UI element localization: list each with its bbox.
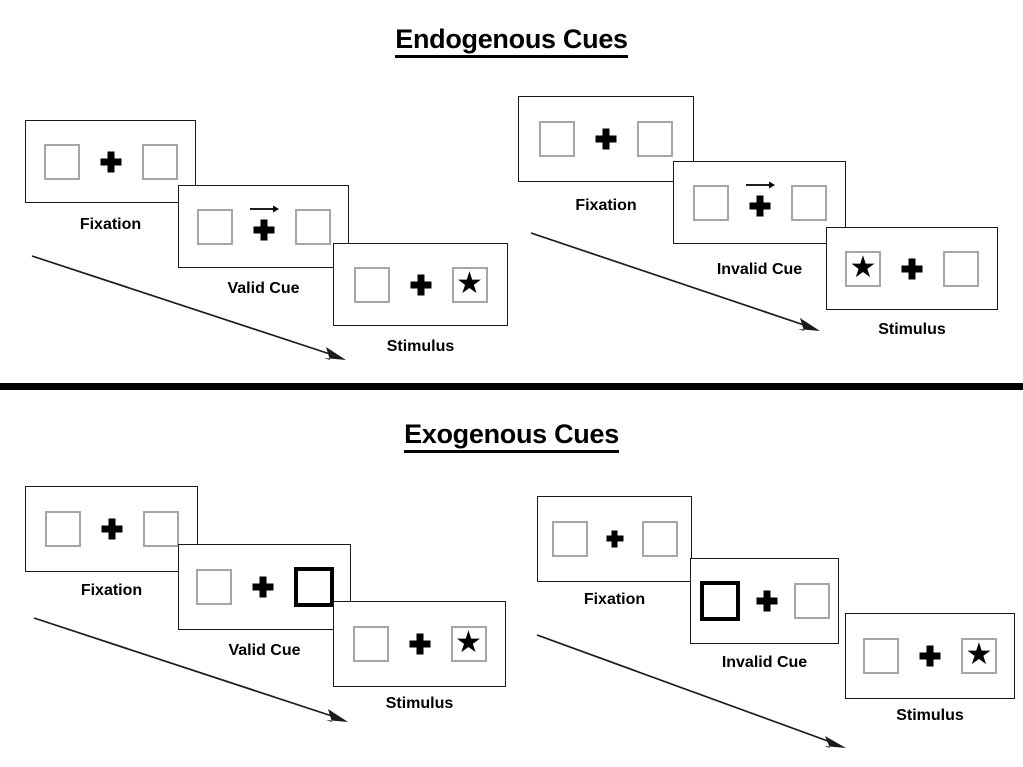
panel-label-endogenous-invalid-cue: Invalid Cue <box>716 261 803 278</box>
panel-label-exogenous-invalid-fixation: Fixation <box>583 591 646 608</box>
panel-exogenous-valid-fixation <box>25 486 198 572</box>
plus-icon <box>253 219 274 241</box>
plus-icon <box>409 633 430 655</box>
stim-box-left-cued <box>699 581 740 621</box>
stim-box-left <box>692 184 729 221</box>
panel-exogenous-invalid-stimulus: ★ <box>845 613 1015 699</box>
diagonal-time-arrow-icon <box>31 255 346 360</box>
stim-box-right <box>641 521 678 557</box>
diagonal-time-arrow-icon <box>536 634 846 748</box>
fixation-cross-wrap <box>593 120 619 158</box>
stim-box-left <box>196 208 233 245</box>
stim-box-left <box>353 266 390 303</box>
stim-box-right <box>943 250 979 287</box>
plus-icon <box>901 258 923 279</box>
star-icon: ★ <box>455 626 482 659</box>
panel-endogenous-invalid-fixation <box>518 96 694 182</box>
stim-box-left <box>44 511 81 547</box>
section-endogenous: Endogenous Cues Fixation <box>0 24 1023 360</box>
fixation-cross-wrap <box>754 582 780 620</box>
star-icon: ★ <box>849 250 877 284</box>
stim-box-right-target: ★ <box>451 266 488 303</box>
plus-icon <box>101 518 122 540</box>
fixation-cross-wrap <box>407 625 433 663</box>
section-title-exogenous: Exogenous Cues <box>0 419 1023 453</box>
stim-box-right-target: ★ <box>961 638 997 674</box>
plus-icon <box>410 274 431 295</box>
diagonal-time-arrow-icon <box>33 617 348 722</box>
section-exogenous: Exogenous Cues Fixation Valid Cue <box>0 392 1023 767</box>
diagonal-time-arrow-icon <box>530 232 820 331</box>
panel-label-endogenous-valid-stimulus: Stimulus <box>386 338 455 355</box>
panel-label-endogenous-invalid-fixation: Fixation <box>575 197 637 214</box>
arrow-right-icon <box>249 205 279 212</box>
section-title-endogenous: Endogenous Cues <box>0 24 1023 58</box>
plus-icon <box>606 530 623 548</box>
stim-box-left <box>551 521 588 557</box>
section-title-exogenous-text: Exogenous Cues <box>404 419 619 453</box>
plus-icon <box>919 645 941 667</box>
plus-icon <box>252 576 273 598</box>
cue-center-wrap <box>249 205 279 246</box>
star-icon: ★ <box>456 266 483 300</box>
plus-icon <box>756 590 777 612</box>
panel-label-endogenous-valid-cue: Valid Cue <box>227 280 300 297</box>
fixation-cross-wrap <box>408 266 434 304</box>
fixation-cross-wrap <box>250 568 276 606</box>
cue-center-wrap <box>745 181 775 222</box>
stim-box-right-cued <box>293 567 334 607</box>
fixation-cross-wrap <box>98 143 124 181</box>
panel-exogenous-valid-stimulus: ★ <box>333 601 506 687</box>
panel-endogenous-valid-cue <box>178 185 349 268</box>
panel-exogenous-valid-cue <box>178 544 351 630</box>
star-icon: ★ <box>965 638 993 671</box>
stim-box-left <box>43 143 80 180</box>
panel-exogenous-invalid-cue <box>690 558 839 644</box>
stim-box-left <box>863 638 899 674</box>
plus-icon <box>749 195 770 217</box>
stim-box-left <box>195 569 232 605</box>
stim-box-right <box>793 583 830 619</box>
stim-box-right <box>141 143 178 180</box>
stim-box-right <box>142 511 179 547</box>
panel-label-exogenous-invalid-cue: Invalid Cue <box>721 654 808 671</box>
stim-box-right <box>294 208 331 245</box>
panel-label-endogenous-invalid-stimulus: Stimulus <box>878 321 946 338</box>
panel-label-exogenous-valid-stimulus: Stimulus <box>385 695 454 712</box>
arrow-right-icon <box>745 181 775 188</box>
stim-box-right <box>790 184 827 221</box>
plus-icon <box>595 128 617 150</box>
section-divider <box>0 383 1023 390</box>
panel-label-endogenous-valid-fixation: Fixation <box>79 216 142 233</box>
fixation-cross-wrap <box>602 520 628 558</box>
panel-endogenous-invalid-stimulus: ★ <box>826 227 998 310</box>
fixation-cross-wrap <box>99 510 125 548</box>
fixation-cross-wrap <box>917 637 943 675</box>
panel-label-exogenous-invalid-stimulus: Stimulus <box>896 707 964 724</box>
section-title-endogenous-text: Endogenous Cues <box>395 24 628 58</box>
plus-icon <box>100 151 121 172</box>
fixation-cross-wrap <box>899 250 925 288</box>
stim-box-left-target: ★ <box>845 250 881 287</box>
stim-box-right-target: ★ <box>450 626 487 662</box>
panel-endogenous-invalid-cue <box>673 161 846 244</box>
stim-box-left <box>352 626 389 662</box>
stim-box-right <box>637 121 673 157</box>
panel-endogenous-valid-fixation <box>25 120 196 203</box>
stim-box-left <box>539 121 575 157</box>
panel-label-exogenous-valid-cue: Valid Cue <box>228 642 301 659</box>
panel-exogenous-invalid-fixation <box>537 496 692 582</box>
panel-label-exogenous-valid-fixation: Fixation <box>80 582 143 599</box>
panel-endogenous-valid-stimulus: ★ <box>333 243 508 326</box>
